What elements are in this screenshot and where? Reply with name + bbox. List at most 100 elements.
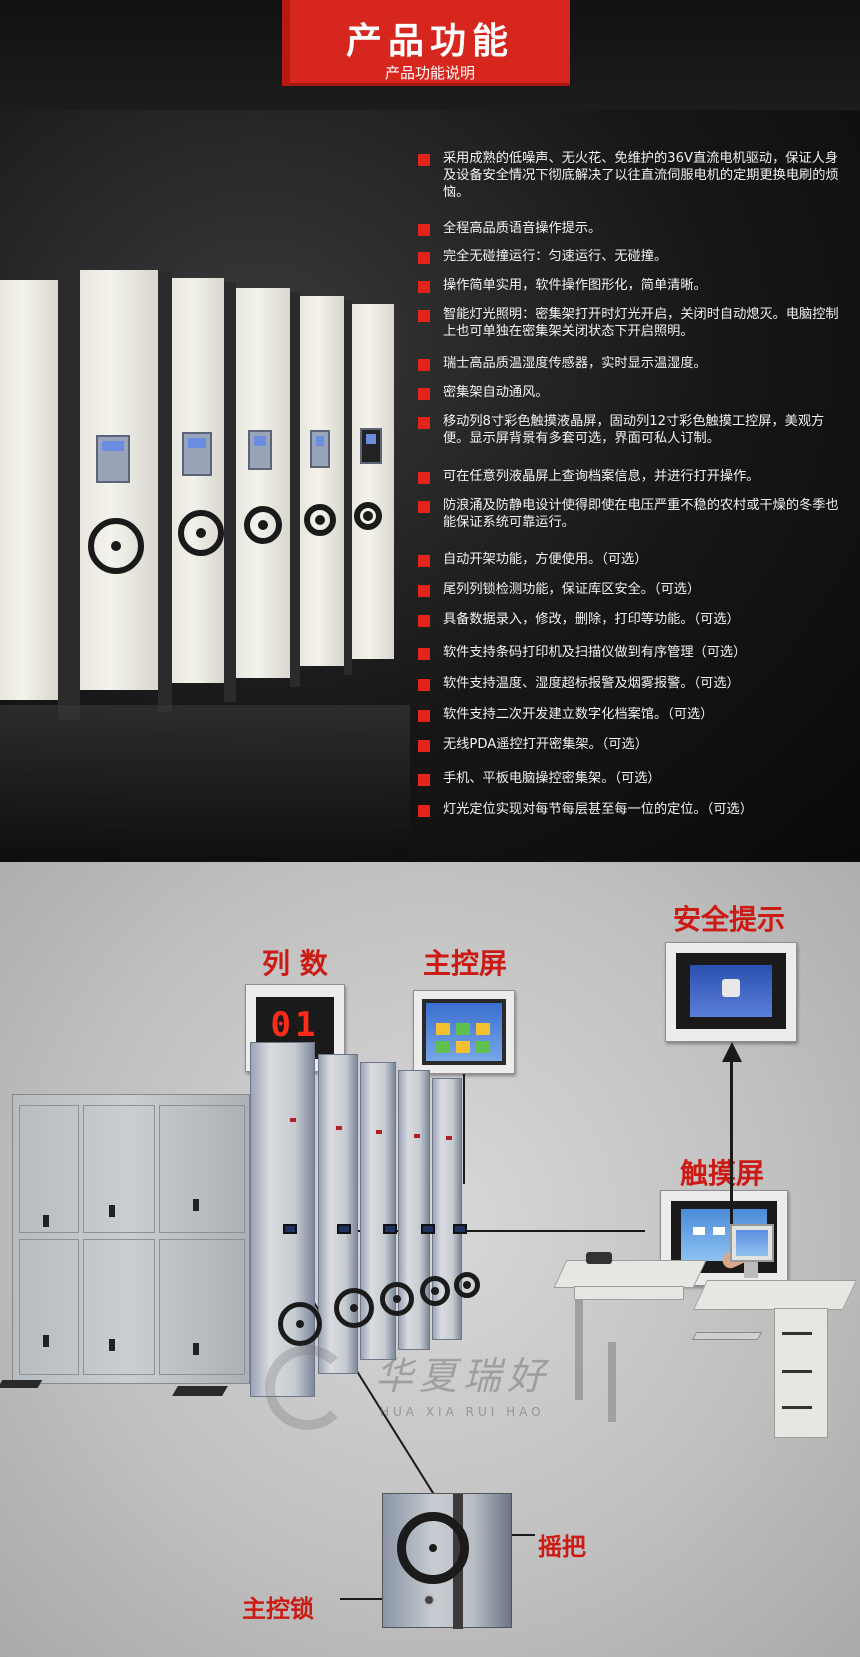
bullet-icon (418, 281, 430, 293)
column-panel-icon (383, 1224, 397, 1234)
arrow-up-icon (722, 1042, 742, 1062)
crank-wheel-icon (304, 504, 336, 536)
bullet-icon (418, 615, 430, 627)
label-main-lock: 主控锁 (242, 1595, 314, 1623)
feature-item: 全程高品质语音操作提示。 (418, 220, 848, 237)
bullet-icon (418, 555, 430, 567)
control-panel-icon (96, 435, 130, 483)
shelf-column (172, 278, 224, 683)
feature-item: 智能灯光照明：密集架打开时灯光开启，关闭时自动熄灭。电脑控制上也可单独在密集架关… (418, 306, 848, 340)
shelf-frame (158, 272, 172, 712)
feature-item: 软件支持温度、湿度超标报警及烟雾报警。（可选） (418, 675, 848, 692)
crank-wheel-icon (454, 1272, 480, 1298)
bullet-icon (418, 805, 430, 817)
bullet-icon (418, 417, 430, 429)
feature-item: 完全无碰撞运行：匀速运行、无碰撞。 (418, 248, 848, 265)
shelf-frame (344, 300, 352, 675)
shelving-illustration (0, 260, 410, 862)
bullet-icon (418, 710, 430, 722)
feature-item: 尾列列锁检测功能，保证库区安全。（可选） (418, 581, 848, 598)
column-panel-icon (421, 1224, 435, 1234)
bullet-icon (418, 740, 430, 752)
crank-wheel-icon (420, 1276, 450, 1306)
door-handle-icon (109, 1205, 115, 1217)
crank-wheel-icon (244, 506, 282, 544)
banner-subtitle: 产品功能说明 (384, 64, 475, 82)
floor-rail (0, 1380, 43, 1388)
crank-wheel-icon (278, 1302, 322, 1346)
control-panel-icon (182, 432, 212, 476)
shelf-frame (290, 292, 300, 687)
bullet-icon (418, 154, 430, 166)
feature-item: 自动开架功能，方便使用。（可选） (418, 551, 848, 568)
door-handle-icon (193, 1199, 199, 1211)
shelf-column (300, 296, 344, 666)
floor-rail (172, 1386, 228, 1396)
led-digits: 01 (270, 1005, 320, 1045)
feature-item: 手机、平板电脑操控密集架。（可选） (418, 770, 848, 787)
door-handle-icon (193, 1343, 199, 1355)
bullet-icon (418, 359, 430, 371)
crank-wheel-icon (334, 1288, 374, 1328)
door-handle-icon (43, 1215, 49, 1227)
label-column-count: 列 数 (262, 947, 328, 980)
column-panel-icon (283, 1224, 297, 1234)
banner-title: 产品功能 (345, 21, 514, 62)
crank-wheel-icon (397, 1512, 469, 1584)
control-panel-icon (248, 430, 272, 470)
safety-screen-frame (665, 942, 797, 1042)
feature-item: 操作简单实用，软件操作图形化，简单清晰。 (418, 277, 848, 294)
bullet-icon (418, 224, 430, 236)
crank-wheel-icon (178, 510, 224, 556)
component-diagram-section: 列 数 主控屏 安全提示 触摸屏 摇把 主控锁 01 (0, 862, 860, 1657)
floor-reflection (0, 705, 410, 862)
label-touch-screen: 触摸屏 (680, 1157, 765, 1190)
lock-icon (423, 1594, 435, 1606)
crank-detail-closeup (382, 1493, 512, 1629)
label-crank: 摇把 (538, 1533, 586, 1561)
feature-item: 移动列8寸彩色触摸液晶屏，固动列12寸彩色触摸工控屏，美观方便。显示屏背景有多套… (418, 413, 848, 447)
shelf-frame (224, 282, 236, 702)
feature-item: 密集架自动通风。 (418, 384, 848, 401)
bullet-icon (418, 679, 430, 691)
feature-item: 可在任意列液晶屏上查询档案信息，并进行打开操作。 (418, 468, 848, 485)
pointer-line (463, 1074, 465, 1184)
feature-item: 具备数据录入，修改，删除，打印等功能。（可选） (418, 611, 848, 628)
phone-icon (586, 1252, 612, 1264)
watermark-cn: 华夏瑞好 (375, 1354, 552, 1398)
shelf-frame (58, 260, 80, 720)
drawer-unit (774, 1308, 828, 1438)
pointer-line (340, 1230, 645, 1232)
door-handle-icon (43, 1335, 49, 1347)
bullet-icon (418, 388, 430, 400)
main-screen-display (422, 999, 506, 1065)
bullet-icon (418, 774, 430, 786)
feature-item: 软件支持二次开发建立数字化档案馆。（可选） (418, 706, 848, 723)
features-section: 产品功能 产品功能说明 采用成熟的低噪声、无火花、免维护的36V直流电机驱动，保… (0, 0, 860, 862)
feature-item: 无线PDA遥控打开密集架。（可选） (418, 736, 848, 753)
brand-watermark: 华夏瑞好 HUA XIA RUI HAO (250, 1345, 610, 1455)
bullet-icon (418, 310, 430, 322)
feature-item: 采用成熟的低噪声、无火花、免维护的36V直流电机驱动，保证人身及设备安全情况下彻… (418, 150, 848, 201)
crank-wheel-icon (354, 502, 382, 530)
column-panel-icon (453, 1224, 467, 1234)
control-panel-icon (360, 428, 382, 464)
keyboard-icon (691, 1332, 763, 1340)
brand-logo-icon (265, 1345, 350, 1430)
feature-item: 防浪涌及防静电设计使得即使在电压严重不稳的农村或干燥的冬季也能保证系统可靠运行。 (418, 497, 848, 531)
column-panel-icon (337, 1224, 351, 1234)
crank-wheel-icon (380, 1282, 414, 1316)
crank-wheel-icon (88, 518, 144, 574)
arrow-shaft (730, 1058, 733, 1246)
feature-item: 瑞士高品质温湿度传感器，实时显示温湿度。 (418, 355, 848, 372)
main-screen-frame (413, 990, 515, 1074)
label-safety-prompt: 安全提示 (673, 903, 786, 936)
monitor-icon (730, 1224, 774, 1262)
bullet-icon (418, 472, 430, 484)
control-panel-icon (310, 430, 330, 468)
door-handle-icon (109, 1339, 115, 1351)
fixed-cabinet (12, 1094, 250, 1384)
bullet-icon (418, 501, 430, 513)
bullet-icon (418, 252, 430, 264)
label-main-screen: 主控屏 (423, 947, 508, 980)
